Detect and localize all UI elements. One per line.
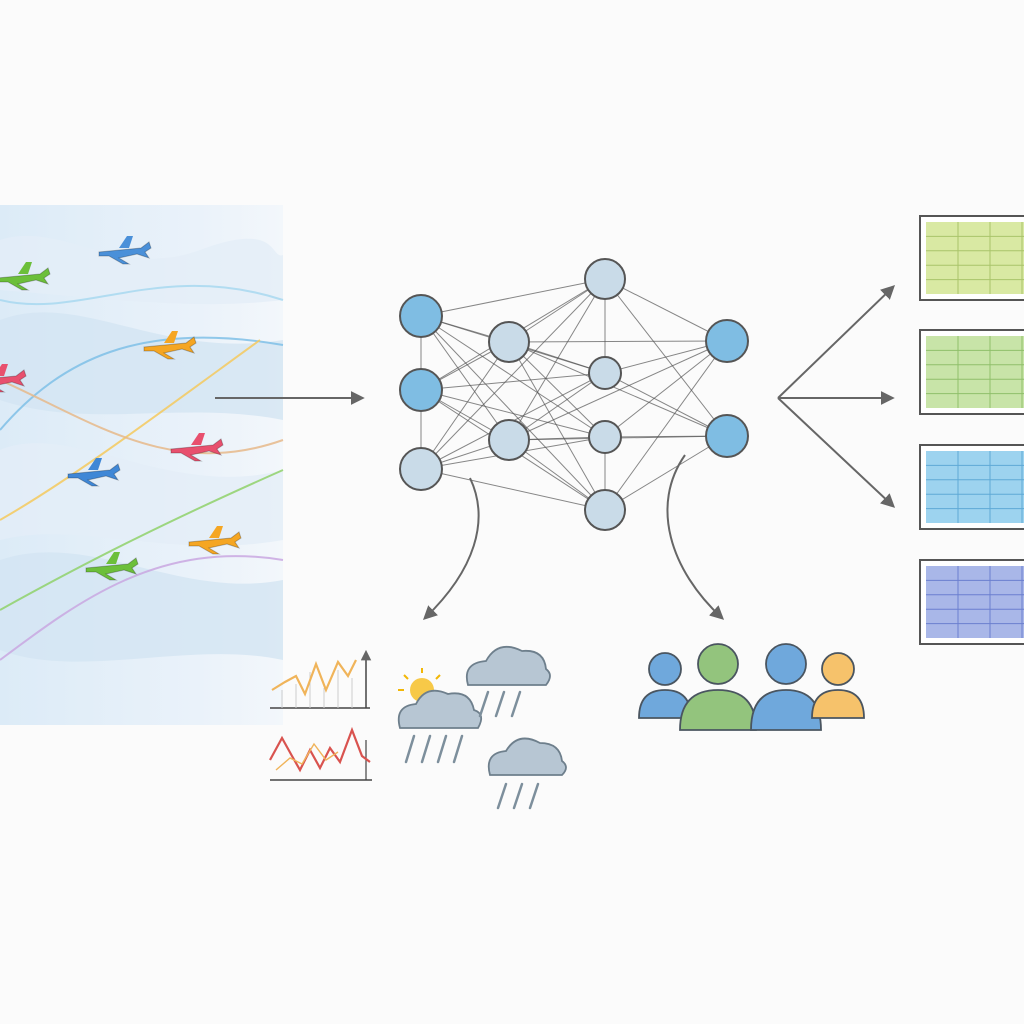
trajectory-band (0, 552, 283, 662)
output-arrows (422, 285, 896, 620)
network-nodes (399, 258, 749, 531)
flight-trajectory-panel (0, 205, 284, 725)
network-node (488, 419, 530, 461)
trajectory-lines (0, 284, 284, 661)
trend-chart-2 (269, 726, 372, 781)
network-edge (508, 340, 728, 343)
network-edge (420, 278, 606, 470)
output-table (919, 559, 1024, 645)
airplane-icon (98, 236, 152, 265)
airplane-icon (143, 331, 197, 360)
network-edge (420, 341, 510, 470)
network-node (399, 294, 443, 338)
network-edge (508, 341, 728, 437)
network-edges (420, 278, 728, 511)
network-node (705, 414, 749, 458)
airplane-icon (85, 552, 139, 581)
network-node (588, 356, 622, 390)
trend-chart-1 (270, 649, 372, 709)
arrow-to-table-3 (777, 397, 896, 508)
airplane-icon (67, 458, 121, 487)
output-table (919, 215, 1024, 301)
trajectory-line (0, 339, 261, 521)
network-edge (604, 340, 728, 511)
rain-cloud-icon (487, 737, 567, 810)
trajectory-line (0, 336, 284, 431)
network-edge (420, 389, 606, 438)
weather-group (397, 645, 567, 810)
network-edge (420, 278, 606, 317)
network-node (705, 319, 749, 363)
arrow-to-weather (422, 477, 480, 620)
people-group (638, 643, 865, 731)
person-icon (679, 643, 757, 731)
trajectory-line (0, 284, 284, 306)
network-edge (508, 341, 606, 511)
network-node (584, 489, 626, 531)
network-edge (508, 340, 728, 441)
network-edge (508, 341, 606, 438)
trajectory-line (0, 379, 284, 455)
trajectory-line (0, 469, 284, 611)
network-edge (420, 468, 606, 511)
arrow-to-people (666, 454, 725, 620)
output-table (919, 329, 1024, 415)
airplane-icon (0, 262, 51, 291)
network-edge (604, 372, 728, 437)
trend-line-1 (271, 659, 357, 697)
rain-cloud-icon (465, 645, 551, 718)
airplane-icon (0, 364, 27, 393)
network-edge (420, 372, 606, 391)
airplane-markers (0, 236, 242, 581)
arrow-to-table-1 (777, 285, 896, 399)
network-edge (604, 278, 728, 342)
output-tables (919, 215, 1024, 645)
trajectory-band (0, 443, 283, 546)
network-edge (420, 315, 606, 438)
trajectory-band (0, 312, 283, 420)
network-node (488, 321, 530, 363)
network-edge (420, 315, 510, 441)
person-icon (750, 643, 822, 731)
network-node (399, 447, 443, 491)
output-table (919, 444, 1024, 530)
network-node (399, 368, 443, 412)
trajectory-line (0, 555, 284, 661)
network-node (584, 258, 626, 300)
airplane-icon (170, 433, 224, 462)
network-node (588, 420, 622, 454)
airplane-icon (188, 526, 242, 555)
trend-line-2 (269, 726, 371, 773)
person-icon (811, 652, 865, 719)
network-edge (604, 435, 728, 511)
network-edge (604, 340, 728, 438)
rain-cloud-icon (397, 689, 483, 764)
network-edge (508, 278, 606, 441)
neural-network (399, 258, 749, 531)
